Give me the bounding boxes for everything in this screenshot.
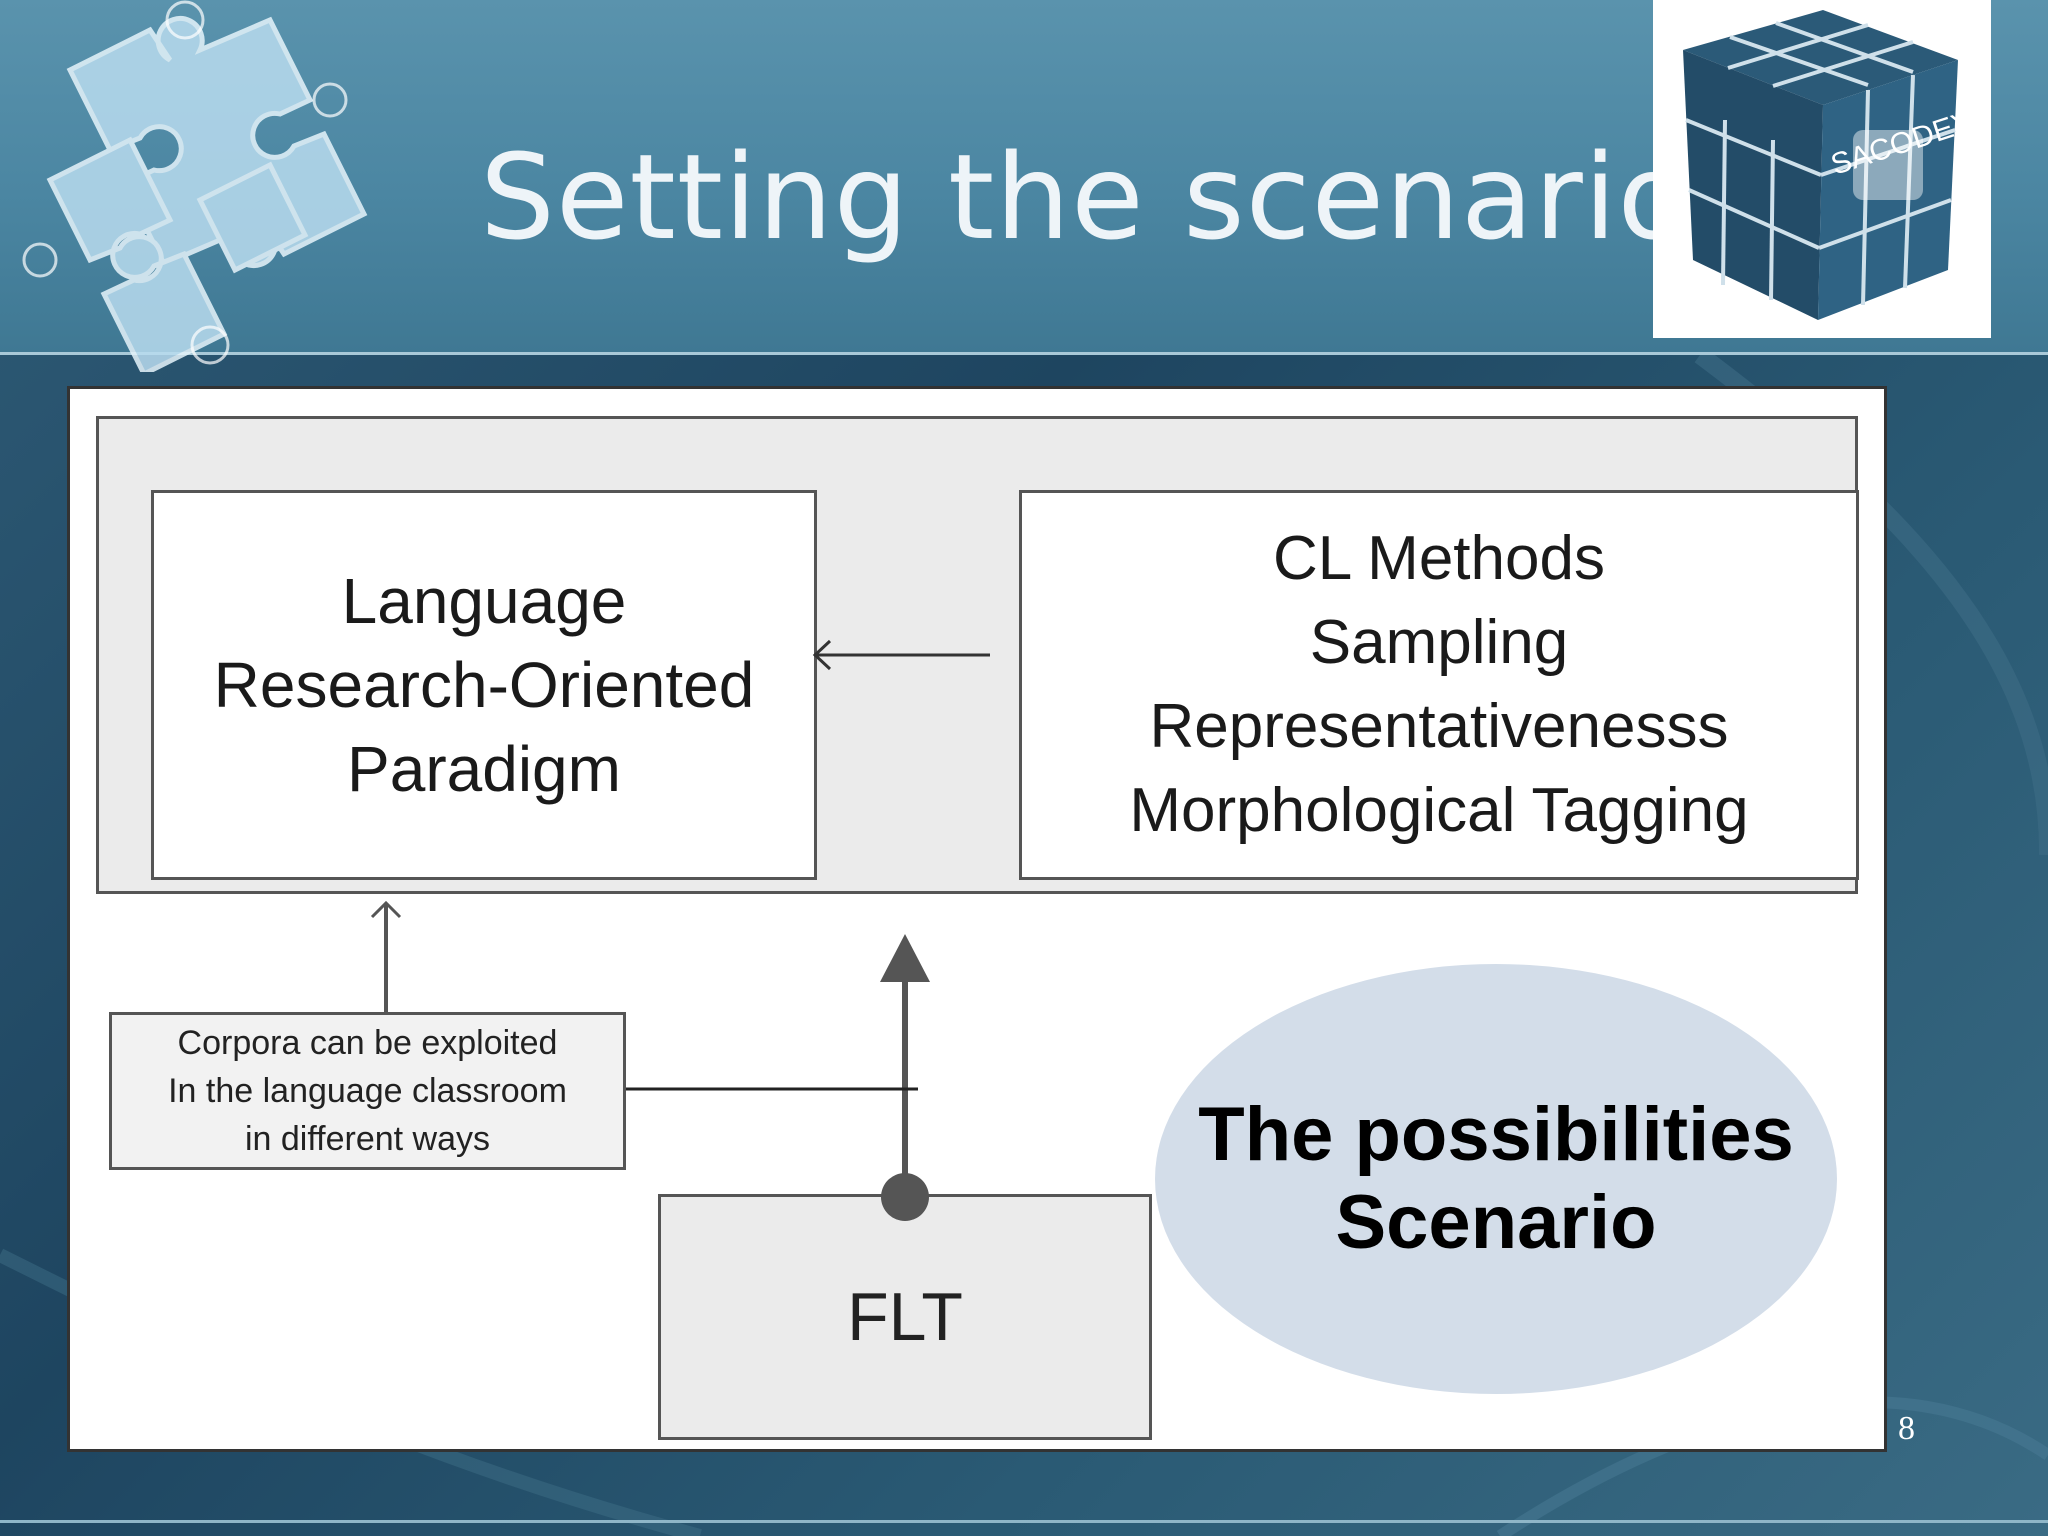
slide-title: Setting the scenario [480, 128, 1691, 266]
cl-methods-line: Representativenesss [1149, 692, 1729, 761]
puzzle-pieces-icon [22, 0, 368, 372]
cl-methods-line: Morphological Tagging [1129, 776, 1749, 845]
research-paradigm-line: Paradigm [347, 733, 621, 805]
sacodeyl-logo: SACODEYL [1653, 0, 1991, 338]
research-paradigm-box: Language Research-Oriented Paradigm [151, 490, 817, 880]
cl-methods-line: CL Methods [1273, 524, 1605, 593]
possibilities-ellipse: The possibilities Scenario [1155, 964, 1837, 1394]
arrow-head-up-solid [880, 934, 930, 982]
cl-methods-line: Sampling [1309, 608, 1569, 677]
corpora-box: Corpora can be exploited In the language… [109, 1012, 626, 1170]
corpora-line: Corpora can be exploited [177, 1024, 558, 1062]
corpora-line: in different ways [244, 1120, 491, 1158]
diagram-panel: Language Research-Oriented Paradigm CL M… [67, 386, 1887, 1452]
page-number: 8 [1898, 1410, 1915, 1447]
ellipse-line: Scenario [1335, 1180, 1657, 1265]
research-paradigm-line: Language [341, 565, 627, 637]
cube-logo-icon: SACODEYL [1683, 10, 1991, 320]
ellipse-line: The possibilities [1198, 1092, 1794, 1177]
top-container: Language Research-Oriented Paradigm CL M… [96, 416, 1859, 894]
research-paradigm-line: Research-Oriented [213, 649, 755, 721]
flt-box: FLT [658, 1194, 1152, 1440]
cl-methods-box: CL Methods Sampling Representativenesss … [1019, 490, 1859, 880]
bottom-divider [0, 1520, 2048, 1523]
arrow-head-up-thin [370, 900, 402, 919]
corpora-line: In the language classroom [168, 1072, 567, 1110]
